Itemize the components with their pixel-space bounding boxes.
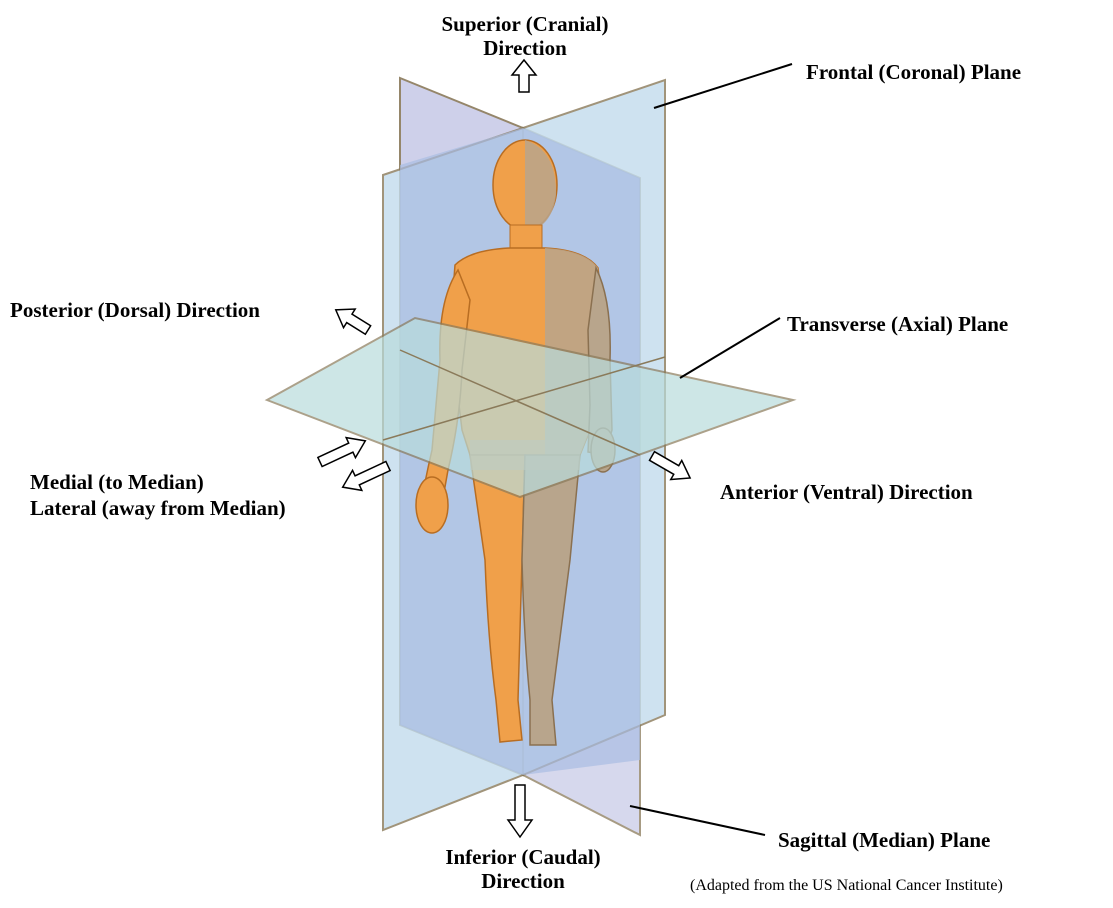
posterior-direction-label: Posterior (Dorsal) Direction xyxy=(10,298,260,322)
superior-label-line2: Direction xyxy=(420,36,630,60)
inferior-arrow xyxy=(508,785,532,837)
lateral-label: Lateral (away from Median) xyxy=(30,496,286,520)
transverse-plane-leader xyxy=(680,318,780,378)
inferior-label-line2: Direction xyxy=(418,869,628,893)
frontal-plane-leader xyxy=(654,64,792,108)
medial-label: Medial (to Median) xyxy=(30,470,286,494)
sagittal-plane-label: Sagittal (Median) Plane xyxy=(778,828,990,852)
sagittal-plane-leader xyxy=(630,806,765,835)
frontal-plane-label: Frontal (Coronal) Plane xyxy=(806,60,1021,84)
superior-label-line1: Superior (Cranial) xyxy=(420,12,630,36)
anterior-direction-label: Anterior (Ventral) Direction xyxy=(720,480,973,504)
superior-direction-label: Superior (Cranial) Direction xyxy=(420,12,630,60)
transverse-plane-label: Transverse (Axial) Plane xyxy=(787,312,1008,336)
inferior-direction-label: Inferior (Caudal) Direction xyxy=(418,845,628,893)
medial-lateral-label: Medial (to Median) Lateral (away from Me… xyxy=(30,470,286,520)
posterior-arrow xyxy=(330,301,374,340)
source-credit: (Adapted from the US National Cancer Ins… xyxy=(690,877,1003,895)
inferior-label-line1: Inferior (Caudal) xyxy=(418,845,628,869)
superior-arrow xyxy=(512,60,536,92)
